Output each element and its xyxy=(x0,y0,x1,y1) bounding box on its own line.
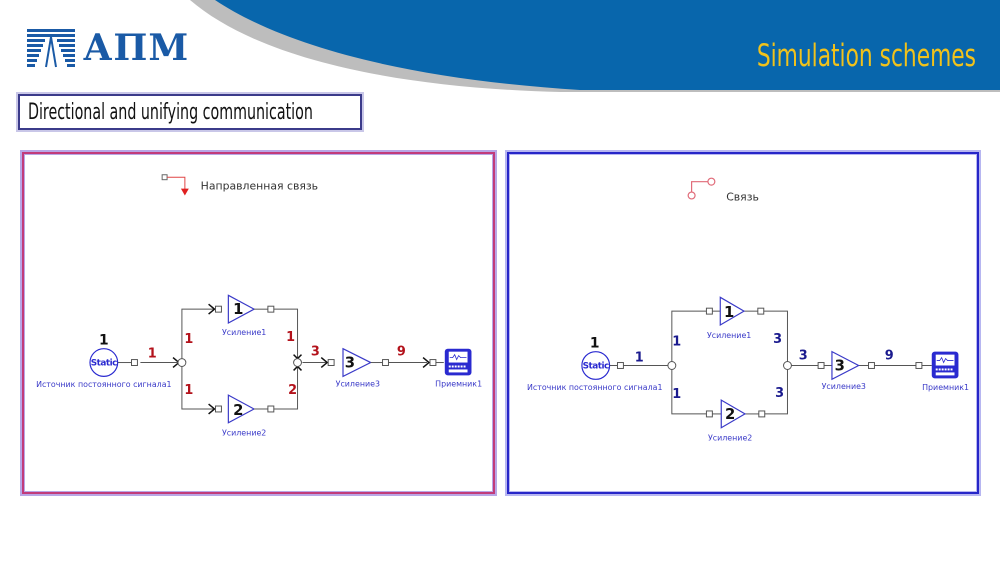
wire-value-gain3-out: 9 xyxy=(885,349,894,364)
source-label: Источник постоянного сигнала1 xyxy=(36,380,172,389)
gain-label-2: Усиление2 xyxy=(708,434,752,443)
link-icon xyxy=(687,177,716,200)
oscilloscope-icon[interactable] xyxy=(429,348,472,376)
wires xyxy=(117,308,444,410)
gain-label-3: Усиление3 xyxy=(336,379,380,388)
gain-block-3[interactable] xyxy=(327,347,389,378)
source-block[interactable]: Static xyxy=(89,348,138,377)
source-label: Источник постоянного сигнала1 xyxy=(527,383,663,392)
merge-node[interactable] xyxy=(783,361,792,370)
source-value: 1 xyxy=(590,336,600,352)
gain-value-1: 1 xyxy=(724,304,734,321)
wire-value-branch-top-in: 1 xyxy=(672,335,681,350)
legend-label: Направленная связь xyxy=(201,180,318,193)
apm-logo-icon xyxy=(27,29,75,68)
gain-block-1[interactable] xyxy=(705,296,765,327)
wire-value-merge-out: 3 xyxy=(311,345,320,360)
oscilloscope-icon[interactable] xyxy=(915,351,959,379)
unifying-link-panel: Связь Static 1 Исто xyxy=(507,152,979,494)
header-blue-band xyxy=(215,0,1000,90)
gain-value-3: 3 xyxy=(345,354,355,371)
wire-value-branch-top-out: 3 xyxy=(773,332,782,347)
split-node[interactable] xyxy=(667,361,677,370)
wire-value-branch-bottom-in: 1 xyxy=(672,387,681,402)
wire-value-source-out: 1 xyxy=(635,351,644,366)
wire-value-merge-out: 3 xyxy=(799,349,808,364)
source-value: 1 xyxy=(99,333,109,349)
directed-arrow-markers xyxy=(172,303,431,415)
wire-value-branch-top-in: 1 xyxy=(184,332,193,347)
gain-label-1: Усиление1 xyxy=(222,328,266,337)
slide-title: Simulation schemes xyxy=(756,38,976,74)
directed-link-icon xyxy=(161,174,189,196)
wire-value-branch-bottom-out: 3 xyxy=(775,386,784,401)
wire-value-branch-top-out: 1 xyxy=(286,330,295,345)
gain-value-3: 3 xyxy=(835,357,845,374)
gain-label-2: Усиление2 xyxy=(222,429,266,438)
static-icon-text: Static xyxy=(91,358,117,368)
gain-block-3[interactable] xyxy=(817,350,875,381)
gain-block-2[interactable] xyxy=(215,394,275,424)
gain-value-2: 2 xyxy=(233,402,243,419)
merge-node[interactable] xyxy=(293,358,302,367)
static-icon-text: Static xyxy=(583,361,609,371)
receiver-label: Приемник1 xyxy=(922,383,969,392)
gain-label-1: Усиление1 xyxy=(707,331,751,340)
split-node[interactable] xyxy=(177,358,187,367)
gain-value-1: 1 xyxy=(233,301,243,318)
gain-label-3: Усиление3 xyxy=(822,382,866,391)
wire-value-branch-bottom-in: 1 xyxy=(184,383,193,398)
subtitle-box: Directional and unifying communication xyxy=(18,94,362,130)
gain-value-2: 2 xyxy=(725,406,735,423)
receiver-label: Приемник1 xyxy=(435,379,482,388)
gain-block-2[interactable] xyxy=(705,399,766,429)
logo-text: АПМ xyxy=(83,27,190,69)
source-block[interactable]: Static xyxy=(581,351,624,380)
directed-link-diagram: Направленная связь xyxy=(36,174,482,438)
legend-label: Связь xyxy=(726,190,759,203)
wire-value-branch-bottom-out: 2 xyxy=(288,383,297,398)
unifying-link-diagram: Связь Static 1 Исто xyxy=(527,177,969,443)
subtitle-text: Directional and unifying communication xyxy=(28,100,313,125)
header-banner xyxy=(190,0,1000,92)
wire-value-gain3-out: 9 xyxy=(397,345,406,360)
directed-link-panel: Направленная связь xyxy=(22,152,495,494)
gain-block-1[interactable] xyxy=(215,294,275,324)
wire-value-source-out: 1 xyxy=(148,347,157,362)
wires xyxy=(609,310,932,415)
